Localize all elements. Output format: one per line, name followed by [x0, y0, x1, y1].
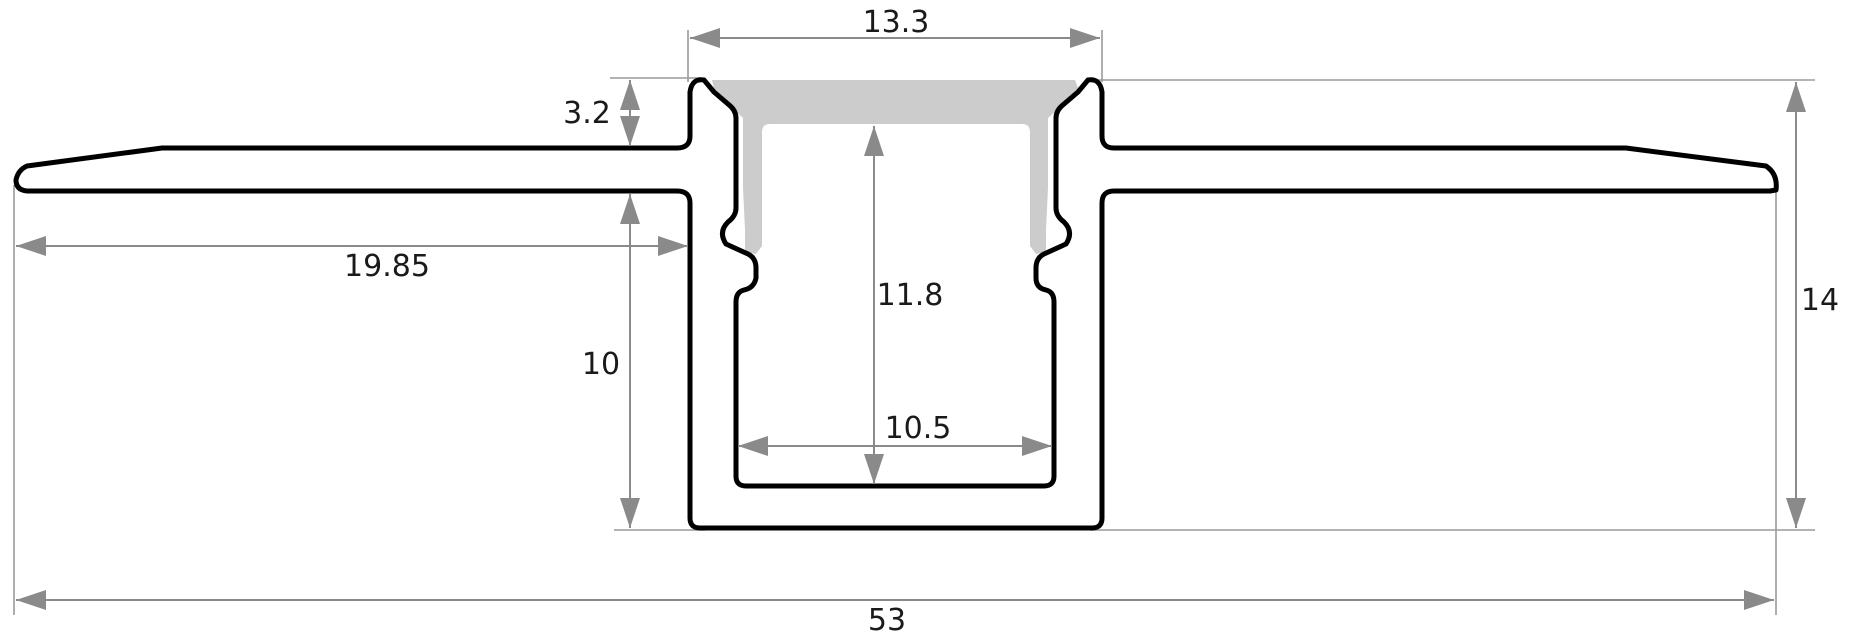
dimension-labels: 13.3 3.2 19.85 10 11.8 10.5 14 53: [344, 5, 1839, 638]
label-inner-width: 10.5: [885, 411, 952, 446]
label-flange-width: 19.85: [344, 249, 430, 284]
dimension-lines: [16, 28, 1806, 610]
diffuser-insert: [712, 80, 1078, 254]
label-total-height: 14: [1801, 283, 1839, 318]
label-total-width: 53: [868, 603, 906, 638]
extension-lines: [13, 30, 1815, 615]
label-top-opening: 13.3: [863, 5, 930, 40]
label-inner-height: 11.8: [877, 278, 944, 313]
label-lip-height: 3.2: [563, 96, 611, 131]
label-channel-depth: 10: [582, 347, 620, 382]
profile-outline: [13, 77, 1779, 531]
